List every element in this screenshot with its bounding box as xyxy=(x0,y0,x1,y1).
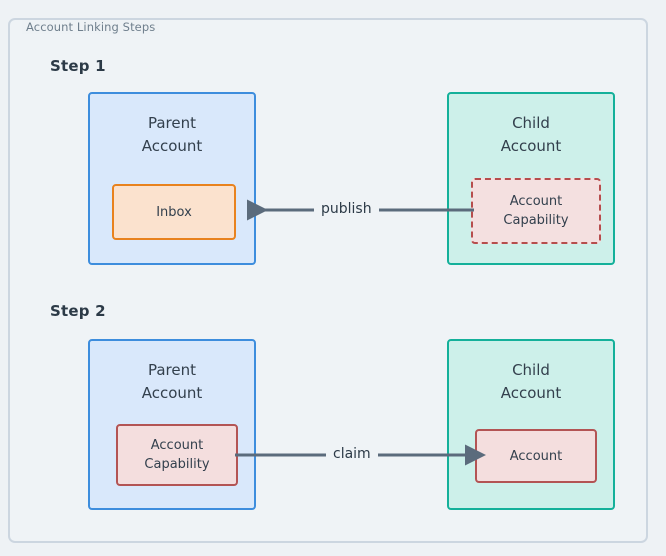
step-1-parent-account-box[interactable]: Parent Account Inbox xyxy=(88,92,256,265)
step-1-parent-account-title: Parent Account xyxy=(141,114,203,155)
step-2-parent-account-box[interactable]: Parent Account Account Capability xyxy=(88,339,256,510)
step-1-parent-inbox-box[interactable]: Inbox xyxy=(112,184,236,240)
step-1-edge-label-publish: publish xyxy=(314,201,379,217)
step-1-group: Step 1 Parent Account Inbox Child Accoun… xyxy=(10,20,646,282)
step-2-child-account-title: Child Account xyxy=(500,361,562,402)
step-2-edge-label-claim: claim xyxy=(326,446,378,462)
diagram-legend-title: Account Linking Steps xyxy=(22,20,160,34)
step-1-child-account-capability-box[interactable]: Account Capability xyxy=(471,178,601,244)
diagram-frame: Account Linking Steps Step 1 Parent Acco… xyxy=(8,18,648,543)
step-1-label: Step 1 xyxy=(50,57,106,75)
step-2-parent-account-capability-box[interactable]: Account Capability xyxy=(116,424,238,486)
step-2-child-account-box-inner[interactable]: Account xyxy=(475,429,597,483)
step-2-label: Step 2 xyxy=(50,302,106,320)
step-2-child-account-box[interactable]: Child Account Account xyxy=(447,339,615,510)
step-1-child-account-box[interactable]: Child Account Account Capability xyxy=(447,92,615,265)
step-2-group: Step 2 Parent Account Account Capability… xyxy=(10,265,646,530)
step-2-parent-account-title: Parent Account xyxy=(141,361,203,402)
step-1-child-account-title: Child Account xyxy=(500,114,562,155)
